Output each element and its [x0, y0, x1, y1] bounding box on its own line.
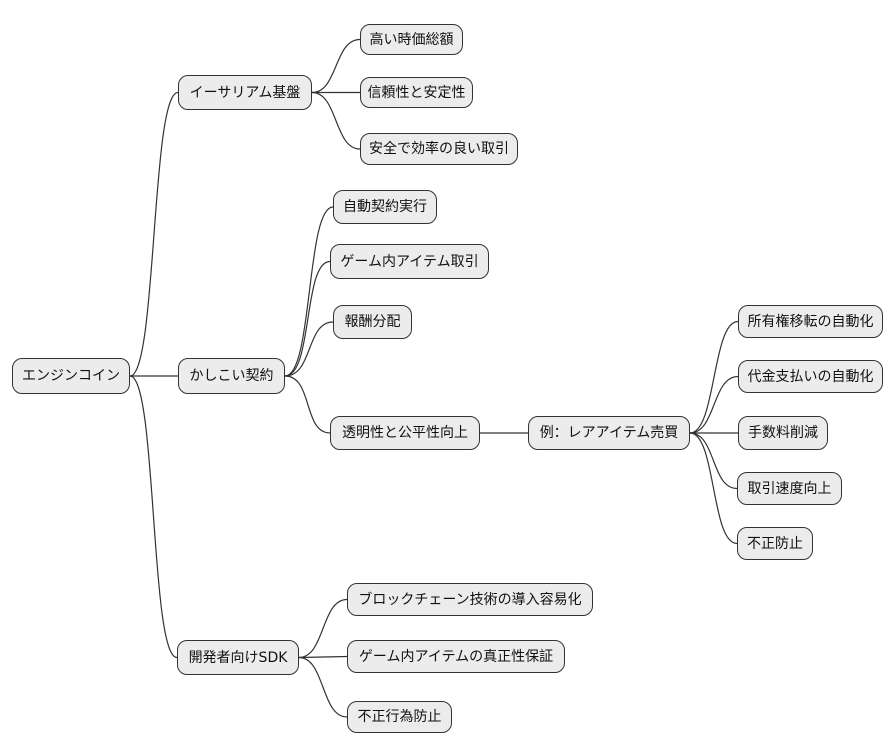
node-blockchain-easy: ブロックチェーン技術の導入容易化 [347, 583, 593, 616]
node-market-cap: 高い時価総額 [360, 24, 463, 55]
edge-root-sdk [129, 375, 178, 659]
node-transparency: 透明性と公平性向上 [330, 416, 480, 450]
node-fee: 手数料削減 [738, 416, 828, 450]
node-fraud-prevention: 不正行為防止 [347, 701, 452, 733]
edge-smart-item-trade [284, 260, 331, 377]
node-reward: 報酬分配 [333, 305, 412, 339]
edge-ethereum-secure-trade [311, 91, 361, 150]
edge-smart-reward [284, 321, 334, 377]
node-payment: 代金支払いの自動化 [738, 360, 883, 393]
edge-sdk-blockchain-easy [298, 598, 348, 659]
node-ethereum: イーサリアム基盤 [178, 75, 312, 110]
node-item-trade: ゲーム内アイテム取引 [330, 244, 489, 279]
node-auto-exec: 自動契約実行 [333, 190, 437, 224]
edge-example-speed [689, 432, 738, 490]
edge-smart-auto-exec [284, 206, 334, 377]
node-root: エンジンコイン [12, 358, 130, 394]
node-reliability: 信頼性と安定性 [360, 77, 473, 108]
node-sdk: 開発者向けSDK [177, 640, 299, 675]
node-speed: 取引速度向上 [737, 472, 842, 505]
edge-ethereum-market-cap [311, 38, 361, 94]
edge-example-payment [689, 375, 739, 434]
node-secure-trade: 安全で効率の良い取引 [360, 133, 518, 165]
edge-sdk-fraud-prevention [298, 656, 348, 718]
edge-example-ownership [689, 320, 739, 434]
node-ownership: 所有権移転の自動化 [738, 305, 883, 338]
edge-sdk-authenticity [298, 655, 348, 659]
edge-root-ethereum [129, 91, 179, 377]
edge-example-fraud [689, 432, 738, 545]
edge-smart-transparency [284, 375, 331, 434]
node-fraud: 不正防止 [737, 527, 813, 560]
node-authenticity: ゲーム内アイテムの真正性保証 [347, 640, 565, 673]
node-smart-contract: かしこい契約 [178, 358, 285, 394]
node-example: 例：レアアイテム売買 [528, 416, 690, 450]
